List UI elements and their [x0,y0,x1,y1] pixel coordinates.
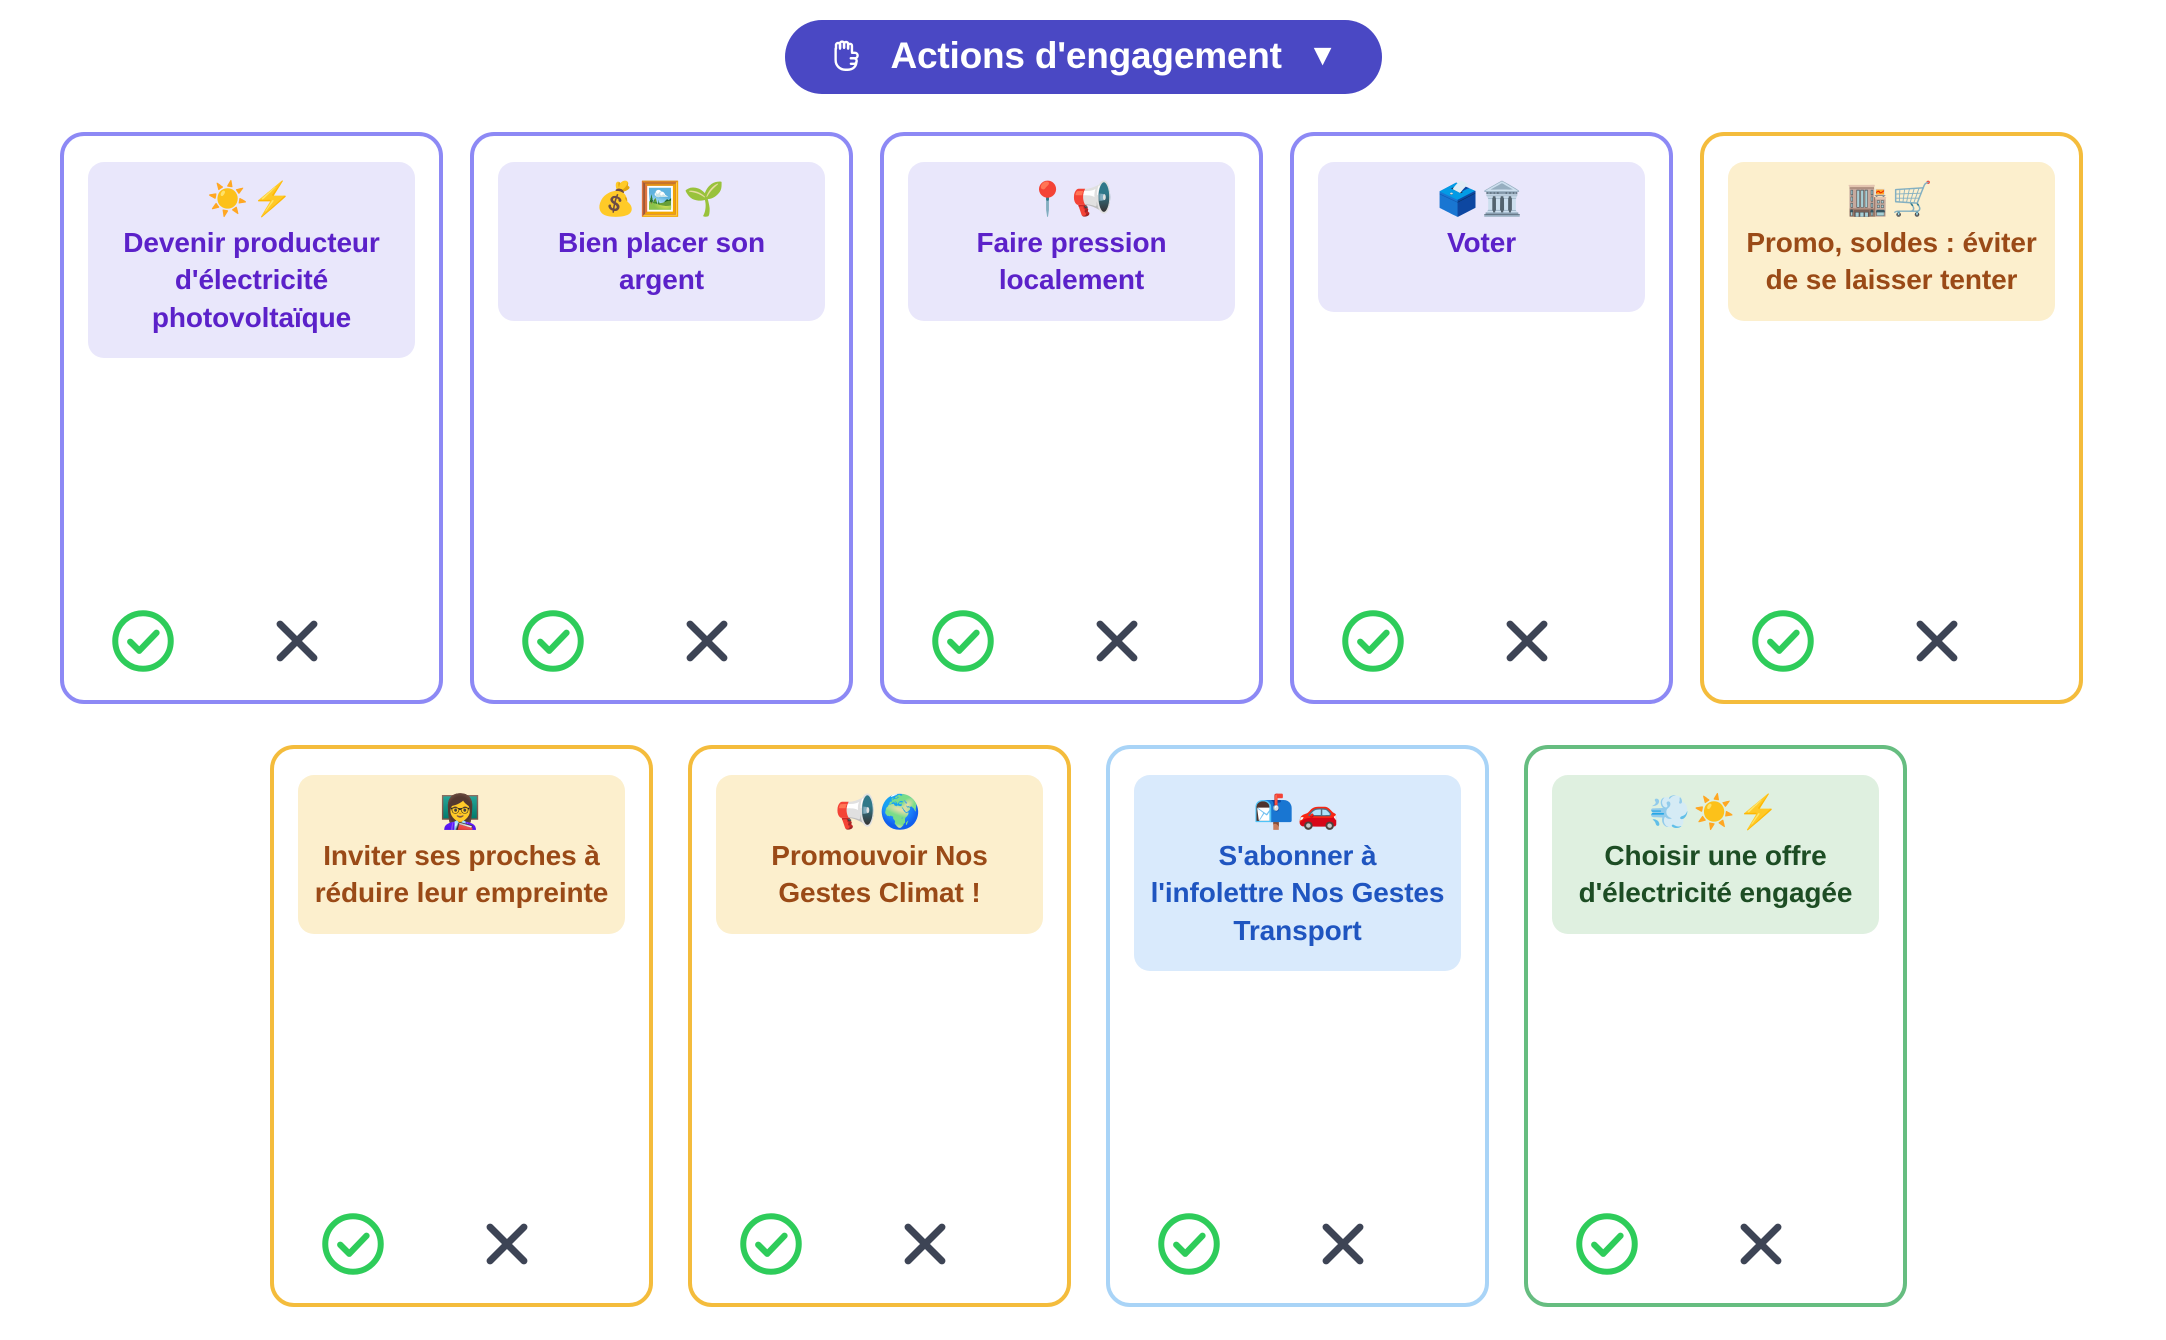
raised-fist-icon [825,34,869,78]
reject-action-button[interactable] [1496,610,1558,672]
action-card-label: Inviter ses proches à réduire leur empre… [314,839,609,909]
action-card-actions [498,608,825,678]
action-cards-row-1: ☀️⚡ Devenir producteur d'électricité phot… [60,132,2083,704]
action-card-actions [1552,1211,1879,1281]
accept-action-button[interactable] [110,608,176,674]
action-card-label: Choisir une offre d'électricité engagée [1578,839,1853,909]
action-card-actions [1318,608,1645,678]
reject-action-button[interactable] [1906,610,1968,672]
header-title: Actions d'engagement [890,35,1282,76]
accept-action-button[interactable] [1750,608,1816,674]
action-card-label: Voter [1447,226,1516,258]
action-card[interactable]: 📬🚗 S'abonner à l'infolettre Nos Gestes Tr… [1106,745,1489,1307]
header-row: Actions d'engagement ▼ [0,20,2166,94]
action-card-emoji-icon: 📬🚗 [1253,793,1342,830]
action-card[interactable]: 📢🌍 Promouvoir Nos Gestes Climat ! [688,745,1071,1307]
action-card-actions [716,1211,1043,1281]
action-card-label: Devenir producteur d'électricité photovo… [123,226,380,333]
action-card[interactable]: 🗳️🏛️ Voter [1290,132,1673,704]
reject-action-button[interactable] [476,1213,538,1275]
action-card-emoji-icon: 📢🌍 [835,793,924,830]
accept-action-button[interactable] [520,608,586,674]
action-card-emoji-icon: 💨☀️⚡ [1649,793,1782,830]
accept-action-button[interactable] [1340,608,1406,674]
action-card[interactable]: 👩‍🏫 Inviter ses proches à réduire leur em… [270,745,653,1307]
action-card-label: Faire pression localement [976,226,1167,296]
action-card-actions [88,608,415,678]
action-card-emoji-icon: ☀️⚡ [207,180,296,217]
action-card-actions [298,1211,625,1281]
action-card-banner: 📬🚗 S'abonner à l'infolettre Nos Gestes Tr… [1134,775,1461,972]
action-card-emoji-icon: 🗳️🏛️ [1437,180,1526,217]
accept-action-button[interactable] [930,608,996,674]
action-card-banner: 🏬🛒 Promo, soldes : éviter de se laisser t… [1728,162,2055,321]
action-card-banner: 💨☀️⚡ Choisir une offre d'électricité enga… [1552,775,1879,934]
reject-action-button[interactable] [1312,1213,1374,1275]
action-card-label: S'abonner à l'infolettre Nos Gestes Tran… [1150,839,1445,946]
action-card-label: Bien placer son argent [557,226,765,296]
action-card-banner: 📢🌍 Promouvoir Nos Gestes Climat ! [716,775,1043,934]
reject-action-button[interactable] [894,1213,956,1275]
accept-action-button[interactable] [320,1211,386,1277]
action-card-banner: 📍📢 Faire pression localement [908,162,1235,321]
reject-action-button[interactable] [1730,1213,1792,1275]
reject-action-button[interactable] [266,610,328,672]
action-card-emoji-icon: 💰🖼️🌱 [595,180,728,217]
action-card[interactable]: ☀️⚡ Devenir producteur d'électricité phot… [60,132,443,704]
action-card-banner: 💰🖼️🌱 Bien placer son argent [498,162,825,321]
action-card[interactable]: 💨☀️⚡ Choisir une offre d'électricité enga… [1524,745,1907,1307]
action-card-actions [1728,608,2055,678]
action-card-banner: ☀️⚡ Devenir producteur d'électricité phot… [88,162,415,359]
action-cards-row-2: 👩‍🏫 Inviter ses proches à réduire leur em… [270,745,1907,1307]
engagement-actions-header-button[interactable]: Actions d'engagement ▼ [784,20,1382,94]
reject-action-button[interactable] [676,610,738,672]
action-card[interactable]: 🏬🛒 Promo, soldes : éviter de se laisser t… [1700,132,2083,704]
action-card[interactable]: 📍📢 Faire pression localement [880,132,1263,704]
accept-action-button[interactable] [738,1211,804,1277]
action-card-emoji-icon: 🏬🛒 [1847,180,1936,217]
chevron-down-icon[interactable]: ▼ [1307,39,1338,72]
action-card-emoji-icon: 📍📢 [1027,180,1116,217]
action-card-banner: 👩‍🏫 Inviter ses proches à réduire leur em… [298,775,625,934]
action-card-banner: 🗳️🏛️ Voter [1318,162,1645,312]
action-card-label: Promo, soldes : éviter de se laisser ten… [1746,226,2037,296]
accept-action-button[interactable] [1574,1211,1640,1277]
action-card-actions [1134,1211,1461,1281]
accept-action-button[interactable] [1156,1211,1222,1277]
action-card-label: Promouvoir Nos Gestes Climat ! [771,839,988,909]
action-card-emoji-icon: 👩‍🏫 [439,793,484,830]
reject-action-button[interactable] [1086,610,1148,672]
action-card[interactable]: 💰🖼️🌱 Bien placer son argent [470,132,853,704]
action-card-actions [908,608,1235,678]
